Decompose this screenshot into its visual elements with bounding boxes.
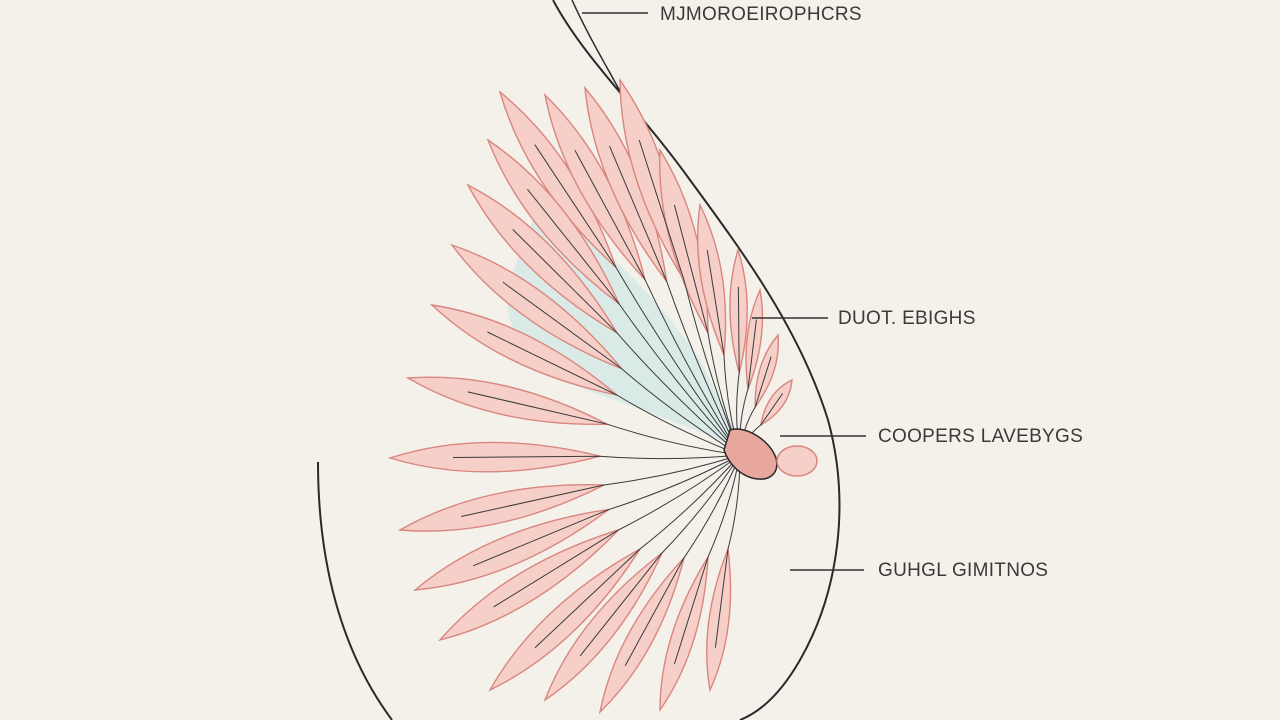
lactiferous-duct [579, 454, 741, 657]
label-coopers: COOPERS LAVEBYGS [878, 426, 1084, 447]
lactiferous-duct [534, 144, 741, 456]
label-duct: DUOT. EBIGHS [838, 308, 976, 329]
label-gland: GUHGL GIMITNOS [878, 560, 1049, 581]
chest-wall-outline [317, 461, 393, 720]
lactiferous-duct [493, 454, 741, 608]
label-top: MJMORO​EIROPHCRS [660, 4, 862, 25]
lactiferous-duct [526, 188, 741, 456]
nipple [723, 428, 778, 480]
lactiferous-duct [467, 391, 741, 456]
areola-lobe [776, 445, 818, 477]
lactiferous-duct [574, 150, 741, 456]
lactiferous-duct [452, 454, 741, 460]
lobule-group [387, 77, 793, 715]
lactiferous-duct [461, 454, 741, 517]
lactiferous-duct [534, 454, 741, 649]
lactiferous-duct [502, 281, 741, 456]
lactiferous-duct [512, 229, 741, 456]
lactiferous-duct [472, 454, 741, 567]
